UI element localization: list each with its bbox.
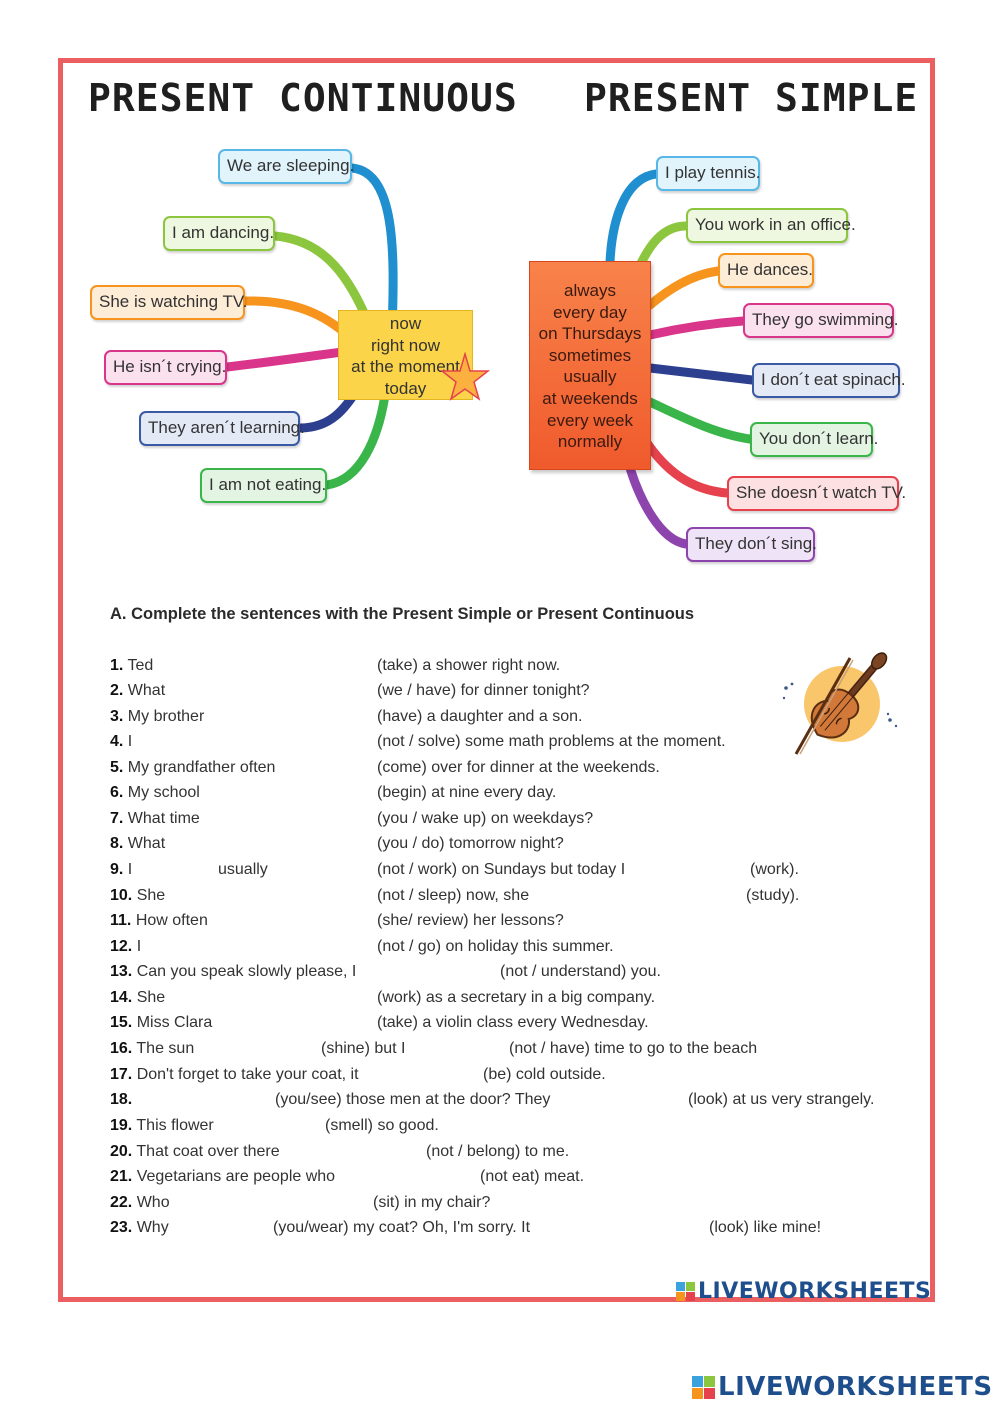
mind-map-connectors (222, 163, 757, 549)
exercise-item-rest: usually (218, 861, 268, 878)
exercise-item: 22. Who (110, 1194, 170, 1211)
exercise-item-rest: (we / have) for dinner tonight? (377, 682, 590, 699)
exercise-item-rest: (not eat) meat. (480, 1168, 585, 1185)
left-bubble: They aren´t learning. (139, 411, 305, 446)
exercise-item-rest: (look) at us very strangely. (688, 1091, 875, 1108)
exercise-item: 2. What (110, 682, 166, 699)
exercise-heading: A. Complete the sentences with the Prese… (110, 605, 695, 623)
right-bubble: They don´t sing. (686, 527, 817, 562)
right-bubble: She doesn´t watch TV. (727, 476, 906, 511)
exercise-item-rest: (not / work) on Sundays but today I (377, 861, 626, 878)
exercise-item-rest: (take) a violin class every Wednesday. (377, 1014, 649, 1031)
exercise-item-rest: (you/wear) my coat? Oh, I'm sorry. It (273, 1219, 531, 1236)
left-bubble: He isn´t crying. (104, 350, 227, 385)
exercise-item-rest: (be) cold outside. (483, 1066, 606, 1083)
exercise-item: 7. What time (110, 810, 200, 827)
exercise-item: 20. That coat over there (110, 1143, 280, 1160)
exercise-item: 1. Ted (110, 657, 154, 674)
exercise-item-rest: (study). (746, 887, 800, 904)
worksheet-frame (58, 58, 935, 1302)
exercise-item: 17. Don't forget to take your coat, it (110, 1066, 359, 1083)
exercise-item-rest: (take) a shower right now. (377, 657, 561, 674)
exercise-item: 16. The sun (110, 1040, 195, 1057)
present-continuous-title: PRESENT CONTINUOUS (88, 76, 518, 120)
left-bubble: I am not eating. (200, 468, 327, 503)
exercise-item: 8. What (110, 835, 166, 852)
exercise-item-rest: (work). (750, 861, 799, 878)
exercise-item-rest: (you / wake up) on weekdays? (377, 810, 594, 827)
right-keyword: sometimes (548, 345, 632, 365)
right-bubble: They go swimming. (743, 303, 898, 338)
left-keyword: now (389, 314, 422, 333)
exercise-item-rest: (not / belong) to me. (426, 1143, 570, 1160)
right-map-center: always every day on Thursdays sometimes … (529, 261, 651, 470)
exercise-item: 6. My school (110, 784, 200, 801)
left-keyword: right now (371, 335, 440, 355)
exercise-item-rest: (not / have) time to go to the beach (509, 1040, 758, 1057)
left-bubble: She is watching TV. (90, 285, 247, 320)
right-keyword: every day (553, 302, 627, 322)
exercise-item: 19. This flower (110, 1117, 214, 1134)
exercise-item-rest: (not / go) on holiday this summer. (377, 938, 614, 955)
exercise-item: 11. How often (110, 912, 208, 929)
right-keyword: always (564, 281, 616, 300)
exercise-item-rest: (not / sleep) now, she (377, 887, 530, 904)
left-map-center: now right now at the moment today (338, 310, 473, 400)
exercise-item-rest: (smell) so good. (325, 1117, 439, 1134)
left-bubble: I am dancing. (163, 216, 275, 251)
exercise-item-rest: (work) as a secretary in a big company. (377, 989, 656, 1006)
exercise-item-rest: (look) like mine! (709, 1219, 822, 1236)
exercise-item: 3. My brother (110, 708, 205, 725)
left-bubble: We are sleeping. (218, 149, 354, 184)
exercise-item: 15. Miss Clara (110, 1014, 213, 1031)
exercise-item: 13. Can you speak slowly please, I (110, 963, 357, 980)
right-keyword: usually (563, 367, 617, 387)
exercise-item: 18. (110, 1091, 133, 1108)
right-bubble: He dances. (718, 253, 814, 288)
left-keyword: today (384, 378, 427, 398)
right-keyword: on Thursdays (538, 324, 642, 344)
violin-icon (782, 652, 898, 755)
exercise-item-rest: (she/ review) her lessons? (377, 912, 564, 929)
right-bubble: You work in an office. (686, 208, 856, 243)
exercise-item-rest: (shine) but I (321, 1040, 406, 1057)
exercise-item-rest: (begin) at nine every day. (377, 784, 557, 801)
right-bubble: I don´t eat spinach. (752, 363, 906, 398)
exercise-item: 23. Why (110, 1219, 169, 1236)
exercise-item-rest: (not / solve) some math problems at the … (377, 733, 726, 750)
right-keyword: normally (557, 432, 623, 452)
right-bubble: I play tennis. (656, 156, 760, 191)
liveworksheets-logo-inner: LIVEWORKSHEETS (676, 1279, 931, 1304)
exercise-item: 12. I (110, 938, 142, 955)
exercise-item: 5. My grandfather often (110, 759, 276, 776)
liveworksheets-logo-footer[interactable]: LIVEWORKSHEETS (692, 1372, 993, 1402)
exercise-item-rest: (not / understand) you. (500, 963, 661, 980)
right-keyword: every week (547, 410, 633, 430)
exercise-item-rest: (come) over for dinner at the weekends. (377, 759, 660, 776)
exercise-item-rest: (sit) in my chair? (373, 1194, 491, 1211)
exercise-item: 14. She (110, 989, 166, 1006)
star-icon (440, 352, 490, 401)
exercise-item: 9. I (110, 861, 133, 878)
right-keyword: at weekends (542, 388, 638, 408)
exercise-item-rest: (you/see) those men at the door? They (275, 1091, 551, 1108)
exercise-item-rest: (have) a daughter and a son. (377, 708, 583, 725)
exercise-item: 10. She (110, 887, 166, 904)
liveworksheets-logo-icon (676, 1282, 696, 1302)
present-simple-title: PRESENT SIMPLE (584, 76, 919, 120)
left-keyword: at the moment (351, 357, 460, 377)
liveworksheets-logo-icon (692, 1375, 716, 1400)
exercise-item: 4. I (110, 733, 133, 750)
exercise-item: 21. Vegetarians are people who (110, 1168, 336, 1185)
exercise-item-rest: (you / do) tomorrow night? (377, 835, 564, 852)
right-bubble: You don´t learn. (750, 422, 878, 457)
